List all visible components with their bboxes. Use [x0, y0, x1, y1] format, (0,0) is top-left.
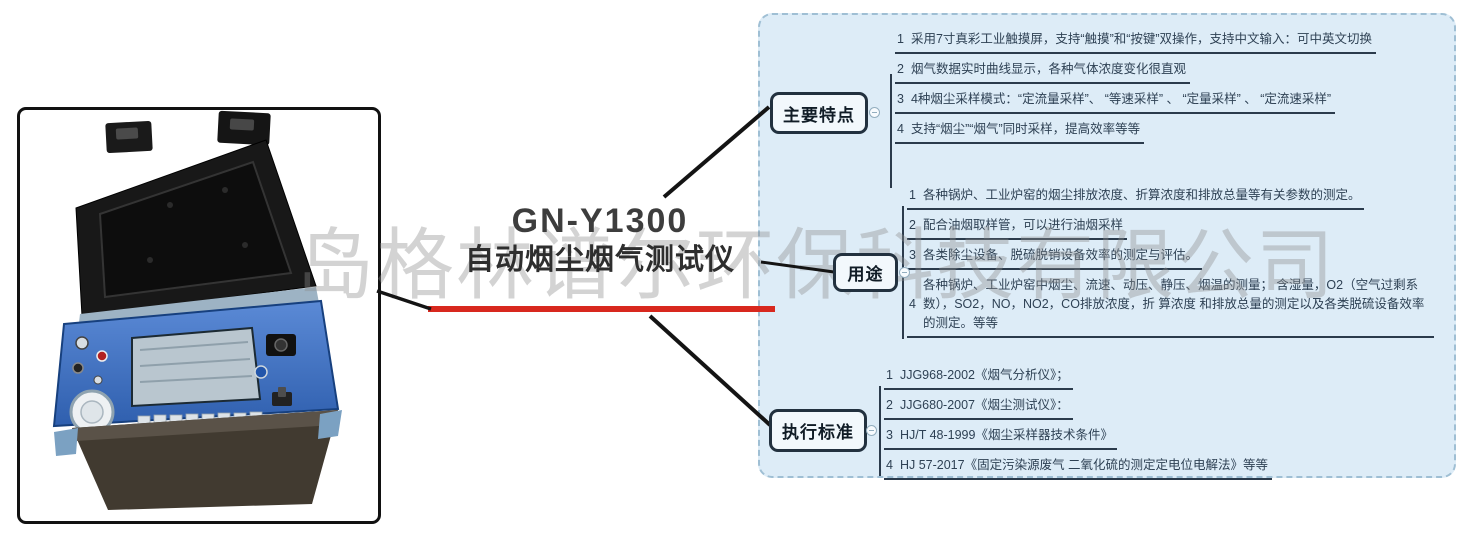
- branch-label: 主要特点: [783, 105, 855, 125]
- collapse-toggle-icon[interactable]: [899, 267, 910, 278]
- item-text: 各种锅炉、工业炉窑中烟尘、流速、动压、静压、烟温的测量； 含湿量，O2（空气过剩…: [922, 278, 1425, 330]
- item-text: JJG968-2002《烟气分析仪》；: [899, 368, 1069, 382]
- connector-port-icon: [75, 336, 89, 350]
- item-number: 1: [909, 188, 916, 202]
- product-photo: [52, 110, 342, 510]
- topic-item[interactable]: 2 配合油烟取样管，可以进行油烟采样: [907, 216, 1127, 240]
- connector-port-icon: [72, 362, 84, 374]
- item-text: 烟气数据实时曲线显示，各种气体浓度变化很直观: [910, 62, 1186, 76]
- panel-button: [254, 365, 268, 379]
- topic-item[interactable]: 1 各种锅炉、工业炉窑的烟尘排放浓度、折算浓度和排放总量等有关参数的测定。: [907, 186, 1365, 210]
- item-text: HJ 57-2017《固定污染源废气 二氧化硫的测定定电位电解法》等等: [899, 458, 1269, 472]
- item-number: 3: [909, 248, 916, 262]
- item-text: 采用7寸真彩工业触摸屏，支持“触摸”和“按键”双操作，支持中文输入：可中英文切换: [910, 32, 1373, 46]
- item-number: 1: [897, 32, 904, 46]
- power-switch-icon: [272, 392, 292, 406]
- branch-spine: [890, 74, 892, 188]
- item-number: 3: [897, 92, 904, 106]
- topic-item[interactable]: 1 JJG968-2002《烟气分析仪》；: [884, 366, 1073, 390]
- item-text: 各类除尘设备、脱硫脱销设备效率的测定与评估。: [922, 248, 1198, 262]
- branch-label: 执行标准: [782, 423, 854, 442]
- item-number: 3: [886, 428, 893, 442]
- mindmap-panel: [758, 13, 1456, 478]
- connector-port-icon: [96, 350, 108, 362]
- topic-item[interactable]: 3 各类除尘设备、脱硫脱销设备效率的测定与评估。: [907, 246, 1202, 270]
- product-name: 自动烟尘烟气测试仪: [464, 244, 735, 277]
- item-text: 配合油烟取样管，可以进行油烟采样: [922, 218, 1123, 232]
- topic-item[interactable]: 3 HJ/T 48-1999《烟尘采样器技术条件》: [884, 426, 1117, 450]
- product-photo-frame: [17, 107, 381, 524]
- item-number: 1: [886, 368, 893, 382]
- uses-list: 1 各种锅炉、工业炉窑的烟尘排放浓度、折算浓度和排放总量等有关参数的测定。 2 …: [902, 186, 1434, 344]
- topic-item[interactable]: 2 烟气数据实时曲线显示，各种气体浓度变化很直观: [895, 60, 1190, 84]
- topic-item[interactable]: 1 采用7寸真彩工业触摸屏，支持“触摸”和“按键”双操作，支持中文输入：可中英文…: [895, 30, 1377, 54]
- central-topic[interactable]: GN-Y1300 自动烟尘烟气测试仪: [430, 202, 770, 278]
- item-number: 4: [909, 297, 916, 311]
- topic-item[interactable]: 4 支持“烟尘”“烟气”同时采样，提高效率等等: [895, 120, 1145, 144]
- topic-item[interactable]: 4 各种锅炉、工业炉窑中烟尘、流速、动压、静压、烟温的测量； 含湿量，O2（空气…: [907, 276, 1434, 338]
- feature-list: 1 采用7寸真彩工业触摸屏，支持“触摸”和“按键”双操作，支持中文输入：可中英文…: [890, 30, 1395, 188]
- title-underline: [428, 306, 775, 312]
- item-text: 支持“烟尘”“烟气”同时采样，提高效率等等: [910, 122, 1141, 136]
- collapse-toggle-icon[interactable]: [869, 107, 880, 118]
- product-model: GN-Y1300: [511, 202, 689, 240]
- branch-standards[interactable]: 执行标准: [769, 409, 867, 452]
- branch-main-features[interactable]: 主要特点: [770, 92, 868, 134]
- connector-port-icon: [93, 375, 103, 385]
- item-number: 4: [897, 122, 904, 136]
- lcd-screen: [131, 326, 262, 408]
- branch-uses[interactable]: 用途: [833, 253, 898, 292]
- branch-label: 用途: [847, 265, 884, 284]
- topic-item[interactable]: 3 4种烟尘采样模式：“定流量采样”、 “等速采样” 、 “定量采样” 、 “定…: [895, 90, 1336, 114]
- item-text: JJG680-2007《烟尘测试仪》：: [899, 398, 1069, 412]
- item-number: 2: [886, 398, 893, 412]
- standards-list: 1 JJG968-2002《烟气分析仪》； 2 JJG680-2007《烟尘测试…: [879, 366, 1444, 486]
- item-number: 4: [886, 458, 893, 472]
- item-text: 各种锅炉、工业炉窑的烟尘排放浓度、折算浓度和排放总量等有关参数的测定。: [922, 188, 1361, 202]
- item-number: 2: [897, 62, 904, 76]
- topic-item[interactable]: 4 HJ 57-2017《固定污染源废气 二氧化硫的测定定电位电解法》等等: [884, 456, 1273, 480]
- item-text: HJ/T 48-1999《烟尘采样器技术条件》: [899, 428, 1113, 442]
- collapse-toggle-icon[interactable]: [866, 425, 877, 436]
- case-latch-icon: [105, 110, 271, 154]
- branch-spine: [879, 386, 881, 476]
- item-number: 2: [909, 218, 916, 232]
- item-text: 4种烟尘采样模式：“定流量采样”、 “等速采样” 、 “定量采样” 、 “定流速…: [910, 92, 1332, 106]
- topic-item[interactable]: 2 JJG680-2007《烟尘测试仪》：: [884, 396, 1073, 420]
